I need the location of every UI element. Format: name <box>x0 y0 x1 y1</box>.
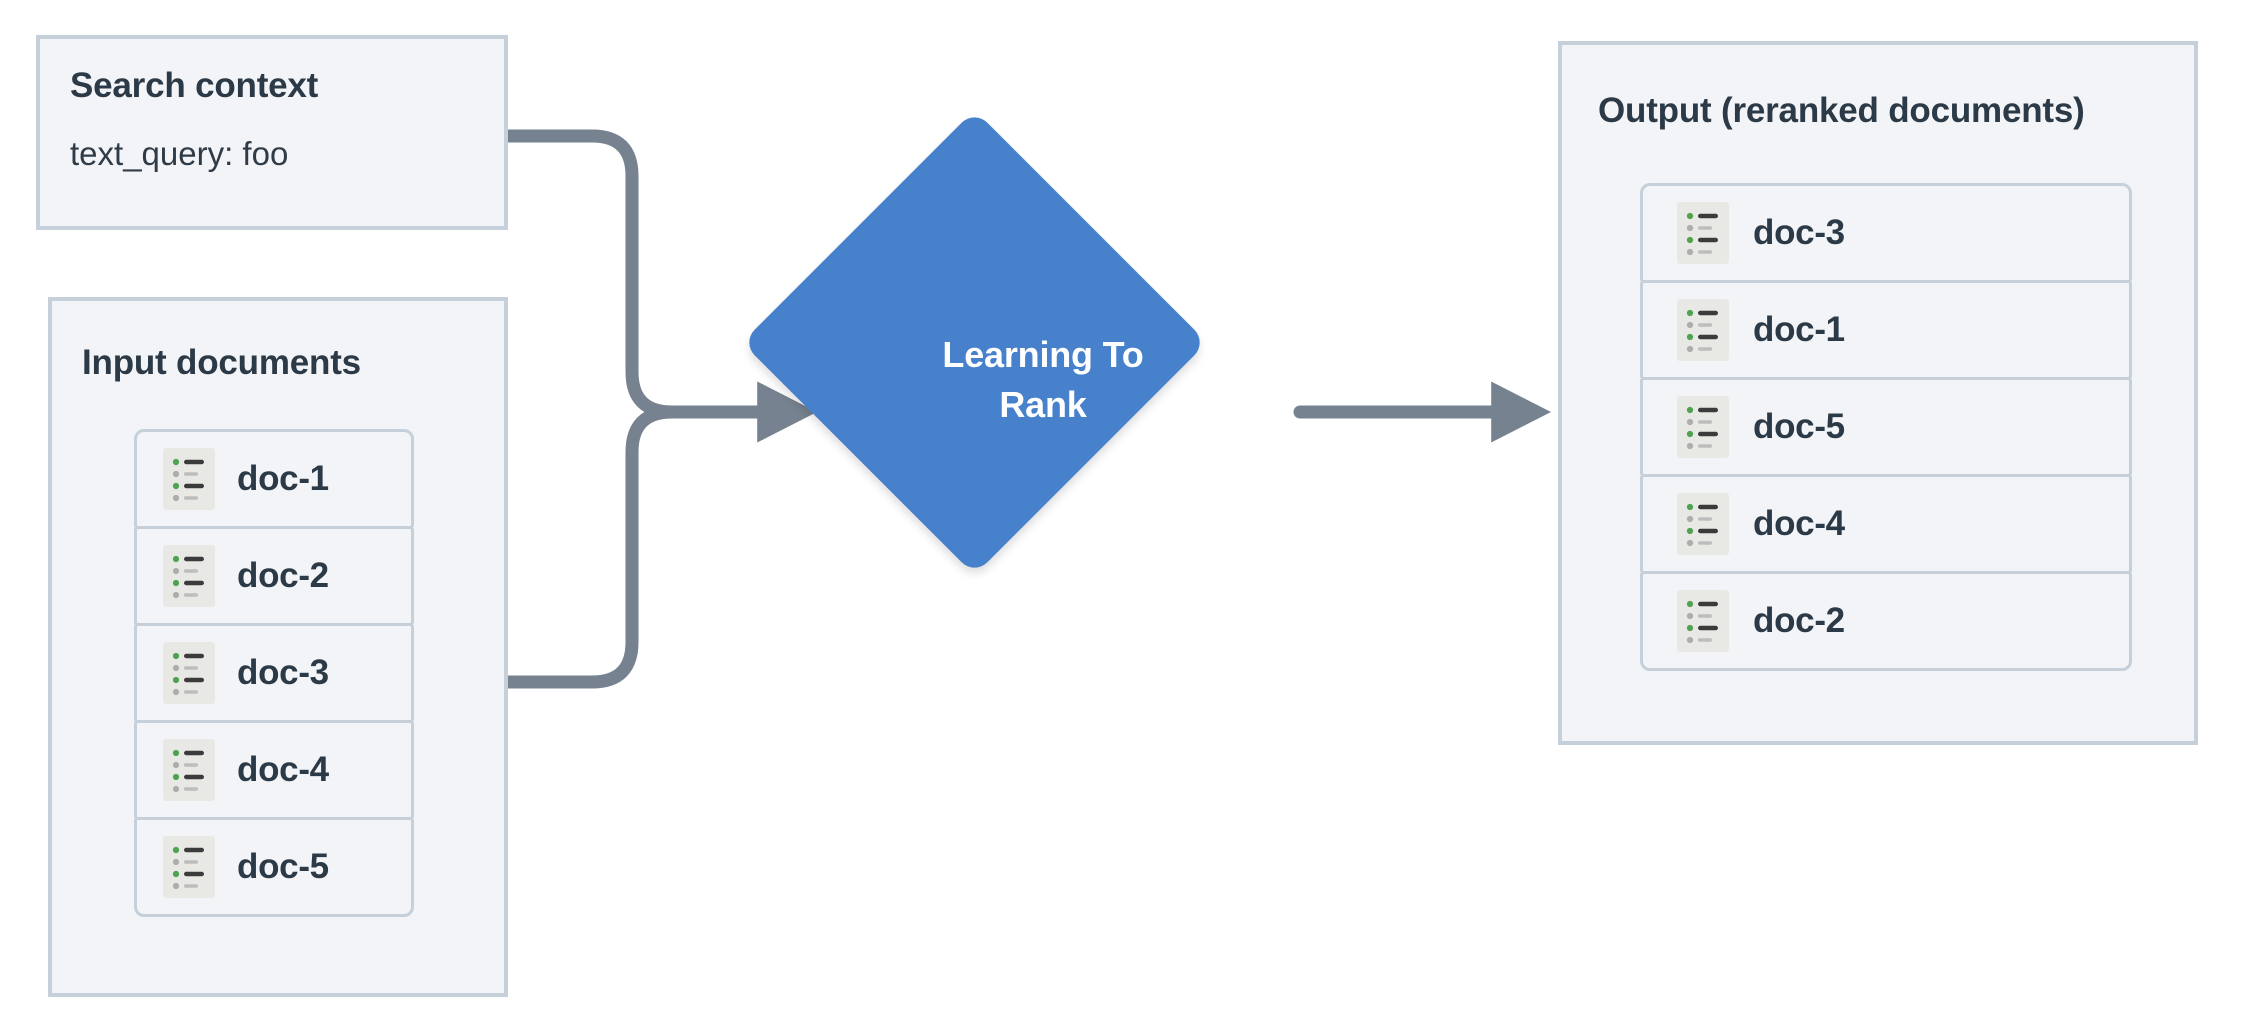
document-list-icon <box>1677 590 1729 652</box>
document-row[interactable]: doc-4 <box>1640 474 2132 574</box>
connector-search-context-to-ltr <box>501 129 707 419</box>
input-documents-list: doc-1 doc-2 doc-3 doc-4 doc-5 <box>134 429 414 917</box>
document-list-icon <box>163 739 215 801</box>
document-label: doc-3 <box>237 653 329 692</box>
document-list-icon <box>163 448 215 510</box>
document-label: doc-5 <box>237 847 329 886</box>
document-label: doc-1 <box>237 459 329 498</box>
document-row[interactable]: doc-1 <box>1640 280 2132 380</box>
output-documents-list: doc-3 doc-1 doc-5 doc-4 doc-2 <box>1640 183 2132 671</box>
document-row[interactable]: doc-4 <box>134 720 414 820</box>
document-row[interactable]: doc-3 <box>134 623 414 723</box>
document-label: doc-1 <box>1753 310 1845 349</box>
connector-input-documents-to-ltr <box>501 405 707 689</box>
search-context-text-query: text_query: foo <box>70 135 289 172</box>
output-panel-title: Output (reranked documents) <box>1598 91 2085 130</box>
document-list-icon <box>163 836 215 898</box>
document-list-icon <box>1677 299 1729 361</box>
document-list-icon <box>1677 396 1729 458</box>
document-label: doc-2 <box>237 556 329 595</box>
document-list-icon <box>1677 493 1729 555</box>
document-label: doc-3 <box>1753 213 1845 252</box>
document-label: doc-4 <box>237 750 329 789</box>
search-context-title: Search context <box>70 66 319 105</box>
document-label: doc-2 <box>1753 601 1845 640</box>
document-list-icon <box>163 642 215 704</box>
learning-to-rank-node[interactable] <box>741 109 1208 576</box>
document-row[interactable]: doc-5 <box>1640 377 2132 477</box>
document-row[interactable]: doc-1 <box>134 429 414 529</box>
document-row[interactable]: doc-5 <box>134 817 414 917</box>
search-context-panel: Search context text_query: foo <box>36 35 508 230</box>
input-documents-title: Input documents <box>82 343 361 382</box>
document-row[interactable]: doc-3 <box>1640 183 2132 283</box>
document-label: doc-4 <box>1753 504 1845 543</box>
document-label: doc-5 <box>1753 407 1845 446</box>
document-row[interactable]: doc-2 <box>1640 571 2132 671</box>
document-list-icon <box>163 545 215 607</box>
document-list-icon <box>1677 202 1729 264</box>
document-row[interactable]: doc-2 <box>134 526 414 626</box>
